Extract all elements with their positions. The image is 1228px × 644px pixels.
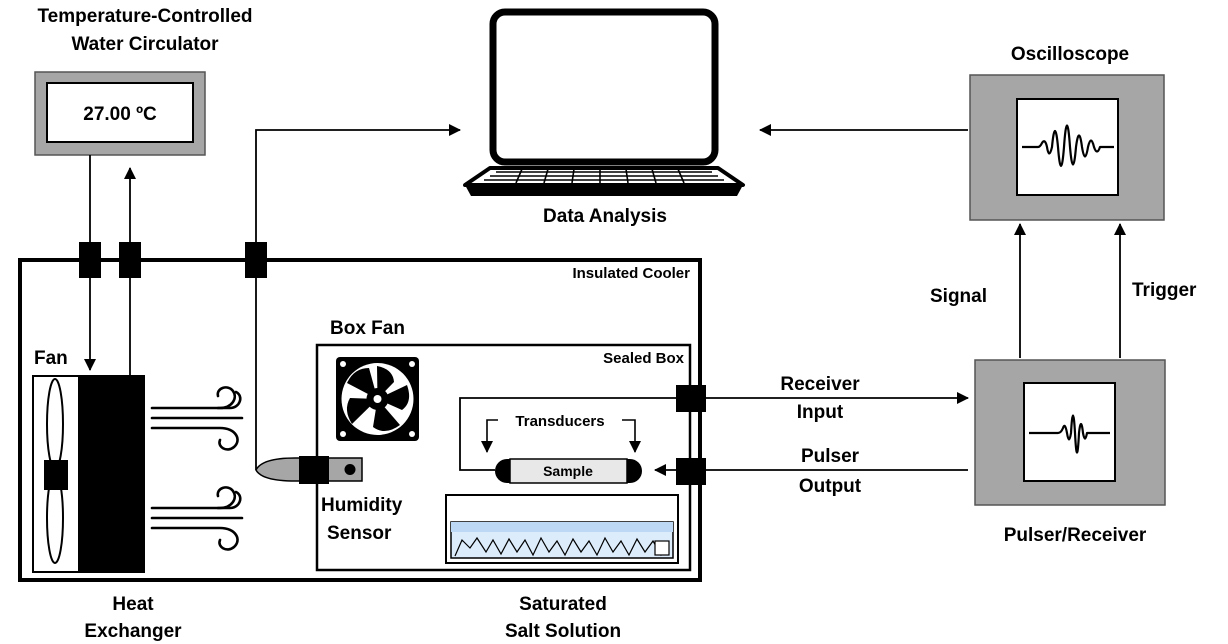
pulser-output-label-line2: Output — [799, 476, 862, 497]
pulser-output-label-line1: Pulser — [801, 446, 860, 467]
circulator-temperature-readout: 27.00 ºC — [83, 104, 157, 125]
oscilloscope-label: Oscilloscope — [1011, 44, 1129, 65]
sensor-to-laptop-line — [255, 124, 461, 470]
salt-solution-dish — [445, 494, 679, 564]
laptop-icon — [463, 8, 745, 196]
sample-label: Sample — [543, 463, 593, 479]
feedthrough-receiver — [676, 385, 706, 412]
feedthrough-humidity-sensor — [299, 456, 329, 484]
oscilloscope-waveform — [1022, 124, 1114, 168]
pulser-receiver-label: Pulser/Receiver — [1004, 525, 1147, 546]
feedthrough-pulser — [676, 458, 706, 485]
heat-exchanger-core — [78, 376, 144, 572]
receiver-input-label-line1: Receiver — [780, 374, 860, 395]
box-fan-icon — [336, 357, 419, 441]
salt-solution-label-line1: Saturated — [519, 594, 607, 615]
feedthrough-return — [119, 242, 141, 278]
humidity-sensor-port — [344, 464, 356, 475]
signal-label: Signal — [930, 286, 987, 307]
airflow-lower-icon — [150, 486, 244, 551]
heat-exchanger-label-line1: Heat — [112, 594, 154, 615]
salt-solution-label-line2: Salt Solution — [505, 621, 621, 642]
transducers-label: Transducers — [515, 413, 604, 430]
fan-label: Fan — [34, 348, 68, 369]
box-fan-label: Box Fan — [330, 318, 405, 339]
heat-exchanger-label-line2: Exchanger — [84, 621, 182, 642]
transducers-label-bg — [498, 410, 622, 430]
receiver-input-label-line2: Input — [797, 402, 844, 423]
data-analysis-label: Data Analysis — [543, 206, 667, 227]
circulator-title-line1: Temperature-Controlled — [37, 6, 252, 27]
insulated-cooler-label: Insulated Cooler — [572, 265, 690, 282]
trigger-label: Trigger — [1132, 280, 1197, 301]
sample-block — [509, 458, 628, 484]
insulated-cooler — [18, 258, 702, 582]
circulator-title-line2: Water Circulator — [71, 34, 219, 55]
airflow-upper-icon — [150, 386, 244, 451]
circulator-display-panel — [46, 82, 194, 143]
fan-blade-icon — [44, 378, 68, 564]
sealed-box-label: Sealed Box — [603, 350, 685, 367]
humidity-sensor-label-line2: Sensor — [327, 523, 392, 544]
feedthrough-supply — [79, 242, 101, 278]
receiver-input-line — [459, 392, 969, 471]
pulser-receiver-waveform — [1029, 414, 1110, 454]
humidity-sensor-label-line1: Humidity — [321, 495, 403, 516]
